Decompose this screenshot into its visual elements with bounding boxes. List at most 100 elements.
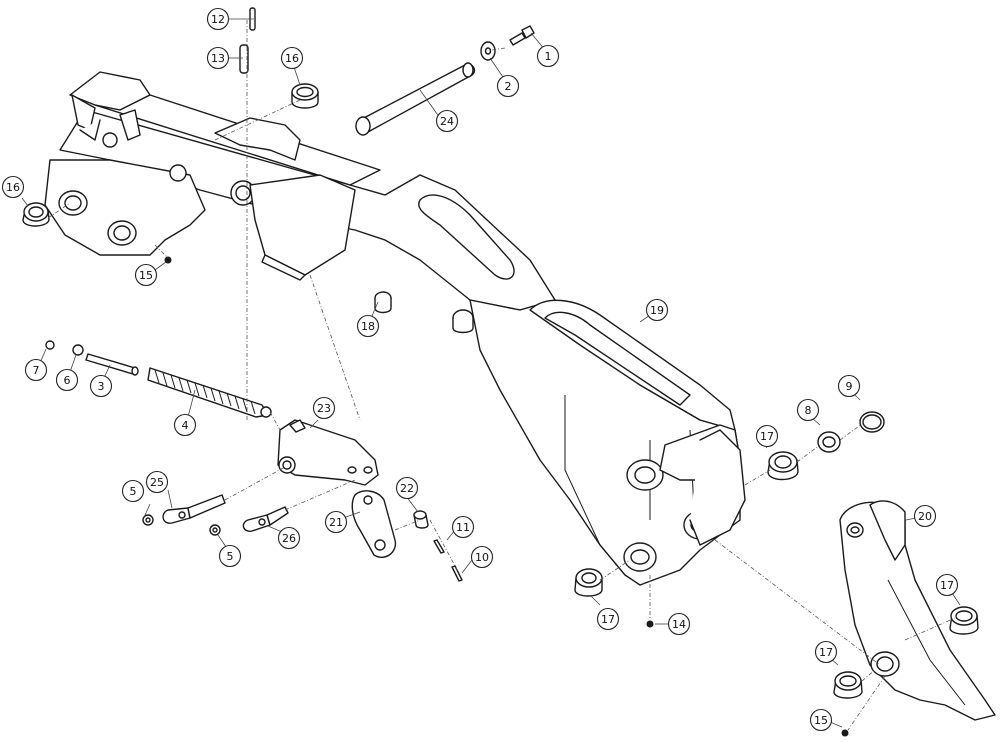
callout-c15a: 15 xyxy=(134,263,158,287)
callout-circle xyxy=(496,74,520,98)
callout-number: 17 xyxy=(760,430,774,443)
callout-c12: 12 xyxy=(206,7,230,31)
pins-12-13 xyxy=(239,7,256,74)
callout-circle xyxy=(134,263,158,287)
callout-number: 5 xyxy=(130,485,137,498)
bushing-17-arm-right xyxy=(949,606,979,635)
callout-c10: 10 xyxy=(470,545,494,569)
callout-number: 24 xyxy=(440,115,454,128)
callout-circle xyxy=(1,175,25,199)
callout-number: 6 xyxy=(64,374,71,387)
nut-5-a xyxy=(142,514,154,526)
callout-circle xyxy=(935,573,959,597)
callout-c13: 13 xyxy=(206,46,230,70)
callout-c11: 11 xyxy=(451,515,475,539)
callout-circle xyxy=(277,526,301,550)
callout-circle xyxy=(206,46,230,70)
callout-number: 7 xyxy=(33,364,40,377)
callout-c5a: 5 xyxy=(121,479,145,503)
callout-c15b: 15 xyxy=(809,708,833,732)
callout-circle xyxy=(356,314,380,338)
bushing-17-right xyxy=(767,451,799,481)
bushing-16-left xyxy=(22,202,50,227)
callout-number: 26 xyxy=(282,532,296,545)
callout-c1: 1 xyxy=(536,44,560,68)
callout-circle xyxy=(755,424,779,448)
callout-circle xyxy=(837,374,861,398)
callout-circle xyxy=(645,298,669,322)
callout-number: 17 xyxy=(819,646,833,659)
callout-circle xyxy=(913,504,937,528)
callout-number: 15 xyxy=(139,269,153,282)
pin-22 xyxy=(413,510,429,529)
callout-number: 2 xyxy=(505,80,512,93)
nut-5-b xyxy=(209,524,221,536)
callout-number: 16 xyxy=(285,52,299,65)
callout-circle xyxy=(796,398,820,422)
callout-c6: 6 xyxy=(55,368,79,392)
assembly-lines xyxy=(47,20,956,731)
callout-c21: 21 xyxy=(324,510,348,534)
callout-c4: 4 xyxy=(173,413,197,437)
callout-circle xyxy=(55,368,79,392)
callout-number: 5 xyxy=(227,550,234,563)
callout-circle xyxy=(470,545,494,569)
bushing-17-lower-left xyxy=(574,568,603,597)
callout-number: 14 xyxy=(672,618,686,631)
callout-number: 19 xyxy=(650,304,664,317)
callout-number: 15 xyxy=(814,714,828,727)
callout-c14: 14 xyxy=(667,612,691,636)
callout-c25: 25 xyxy=(145,470,169,494)
main-arm xyxy=(44,71,746,586)
ring-9 xyxy=(859,411,885,433)
callout-c23: 23 xyxy=(312,396,336,420)
callout-c18: 18 xyxy=(356,314,380,338)
callout-circle xyxy=(89,374,113,398)
spring-assembly xyxy=(45,340,272,418)
bushing-17-arm-left xyxy=(833,671,863,699)
callout-c3: 3 xyxy=(89,374,113,398)
callout-c2: 2 xyxy=(496,74,520,98)
pivot-pin-24 xyxy=(355,62,476,136)
callout-circle xyxy=(312,396,336,420)
callout-number: 12 xyxy=(211,13,225,26)
callout-number: 10 xyxy=(475,551,489,564)
callout-number: 4 xyxy=(182,419,189,432)
callout-c19: 19 xyxy=(645,298,669,322)
callout-circle xyxy=(145,470,169,494)
callout-circle xyxy=(814,640,838,664)
callout-circle xyxy=(536,44,560,68)
callout-circle xyxy=(451,515,475,539)
callout-circle xyxy=(24,358,48,382)
callout-c17b: 17 xyxy=(596,607,620,631)
callout-number: 3 xyxy=(98,380,105,393)
callout-number: 18 xyxy=(361,320,375,333)
callout-c5b: 5 xyxy=(218,544,242,568)
callout-number: 25 xyxy=(150,476,164,489)
callout-number: 20 xyxy=(918,510,932,523)
callout-c9: 9 xyxy=(837,374,861,398)
pins-10-11 xyxy=(433,539,463,582)
callout-number: 9 xyxy=(846,380,853,393)
callout-c26: 26 xyxy=(277,526,301,550)
pin-25 xyxy=(162,494,226,524)
callout-number: 23 xyxy=(317,402,331,415)
callout-circle xyxy=(173,413,197,437)
link-21 xyxy=(351,490,397,558)
callout-circle xyxy=(809,708,833,732)
callout-circle xyxy=(280,46,304,70)
pin-26 xyxy=(242,506,289,532)
callout-labels: 1234556789101112131415151616171717171819… xyxy=(1,7,959,732)
callout-c20: 20 xyxy=(913,504,937,528)
callout-number: 17 xyxy=(601,613,615,626)
callout-c8: 8 xyxy=(796,398,820,422)
callout-number: 1 xyxy=(545,50,552,63)
callout-circle xyxy=(667,612,691,636)
callout-number: 16 xyxy=(6,181,20,194)
callout-number: 17 xyxy=(940,579,954,592)
callout-c16a: 16 xyxy=(280,46,304,70)
washer-8 xyxy=(817,431,841,453)
nut-15-left xyxy=(164,256,172,264)
nut-15-bottom xyxy=(841,729,849,737)
